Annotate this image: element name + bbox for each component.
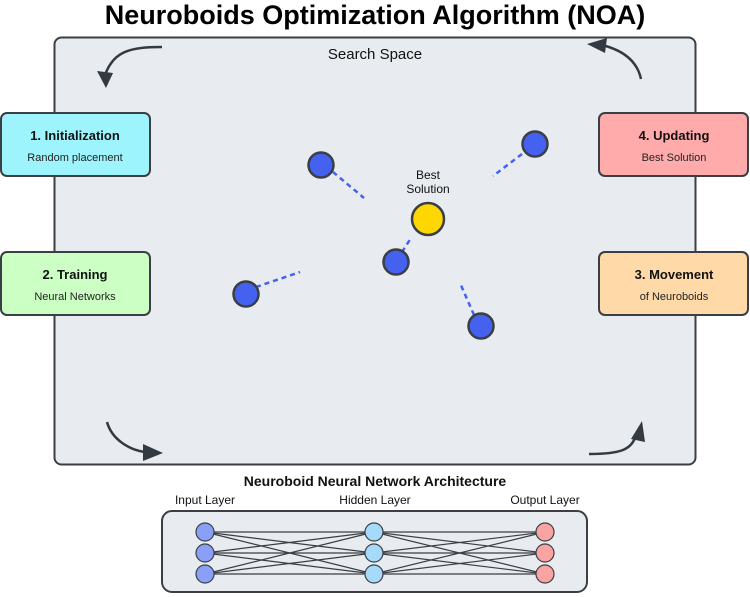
arrowhead-icon — [587, 38, 607, 53]
movement-trail — [458, 282, 476, 316]
hidden-node — [364, 543, 384, 563]
network-connection — [373, 552, 546, 575]
step-box-movement: 3. Movement of Neuroboids — [598, 251, 749, 316]
step-title: 4. Updating — [639, 128, 710, 143]
network-title: Neuroboid Neural Network Architecture — [244, 473, 507, 489]
best-solution-node — [410, 201, 446, 237]
step-title: 2. Training — [42, 267, 107, 282]
step-subtitle: Neural Networks — [34, 291, 116, 303]
neuroboid — [521, 130, 549, 158]
input-node — [195, 522, 215, 542]
movement-trail — [255, 270, 301, 289]
input-node — [195, 564, 215, 584]
network-connection — [204, 531, 375, 575]
search-space-box — [53, 36, 697, 466]
step-title: 3. Movement — [635, 267, 714, 282]
network-connection — [204, 531, 375, 554]
step-subtitle: of Neuroboids — [640, 291, 709, 303]
network-connection — [204, 552, 375, 575]
step-title: 1. Initialization — [30, 128, 120, 143]
output-layer-label: Output Layer — [510, 493, 579, 507]
movement-trails — [255, 153, 523, 316]
arrowhead-icon — [631, 421, 645, 442]
neuroboid — [307, 151, 335, 179]
hidden-layer-label: Hidden Layer — [339, 493, 410, 507]
best-solution-label-line2: Solution — [406, 182, 449, 196]
output-node — [535, 564, 555, 584]
search-space-label: Search Space — [328, 46, 422, 63]
input-node — [195, 543, 215, 563]
neuroboid — [382, 248, 410, 276]
best-solution-label-line1: Best — [416, 168, 441, 182]
cycle-arrow-bottom-left — [105, 421, 146, 454]
movement-trail — [492, 153, 523, 177]
network-connection — [373, 531, 546, 554]
network-nodes — [195, 522, 555, 584]
step-box-training: 2. Training Neural Networks — [0, 251, 151, 316]
step-subtitle: Random placement — [27, 152, 122, 164]
cycle-arrow-top-right — [601, 43, 643, 80]
hidden-node — [364, 564, 384, 584]
step-subtitle: Best Solution — [642, 152, 707, 164]
neuroboid — [467, 312, 495, 340]
arrowhead-icon — [143, 444, 163, 461]
movement-trail — [400, 237, 413, 253]
input-layer-label: Input Layer — [175, 493, 235, 507]
neuroboid — [232, 280, 260, 308]
network-connection — [373, 531, 546, 575]
cycle-arrow-top-left — [102, 45, 163, 79]
diagram-title: Neuroboids Optimization Algorithm (NOA) — [105, 0, 645, 30]
movement-trail — [332, 171, 365, 199]
output-node — [535, 543, 555, 563]
output-node — [535, 522, 555, 542]
hidden-node — [364, 522, 384, 542]
network-connections — [204, 531, 546, 575]
arrowhead-icon — [97, 71, 113, 88]
step-box-initialization: 1. Initialization Random placement — [0, 112, 151, 177]
neuroboids — [232, 130, 549, 340]
step-box-updating: 4. Updating Best Solution — [598, 112, 749, 177]
